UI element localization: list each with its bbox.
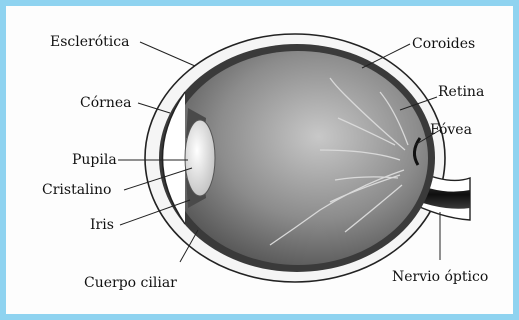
label-cristalino: Cristalino xyxy=(42,182,111,198)
label-fovea: Fóvea xyxy=(430,122,472,138)
label-esclerotica: Esclerótica xyxy=(50,34,129,50)
label-cornea: Córnea xyxy=(80,95,131,111)
label-pupila: Pupila xyxy=(72,152,117,168)
lens xyxy=(185,120,215,196)
label-cuerpo-ciliar: Cuerpo ciliar xyxy=(84,275,177,291)
label-retina: Retina xyxy=(438,84,484,100)
label-iris: Iris xyxy=(90,217,114,233)
label-nervio-optico: Nervio óptico xyxy=(392,269,488,285)
label-coroides: Coroides xyxy=(412,36,475,52)
